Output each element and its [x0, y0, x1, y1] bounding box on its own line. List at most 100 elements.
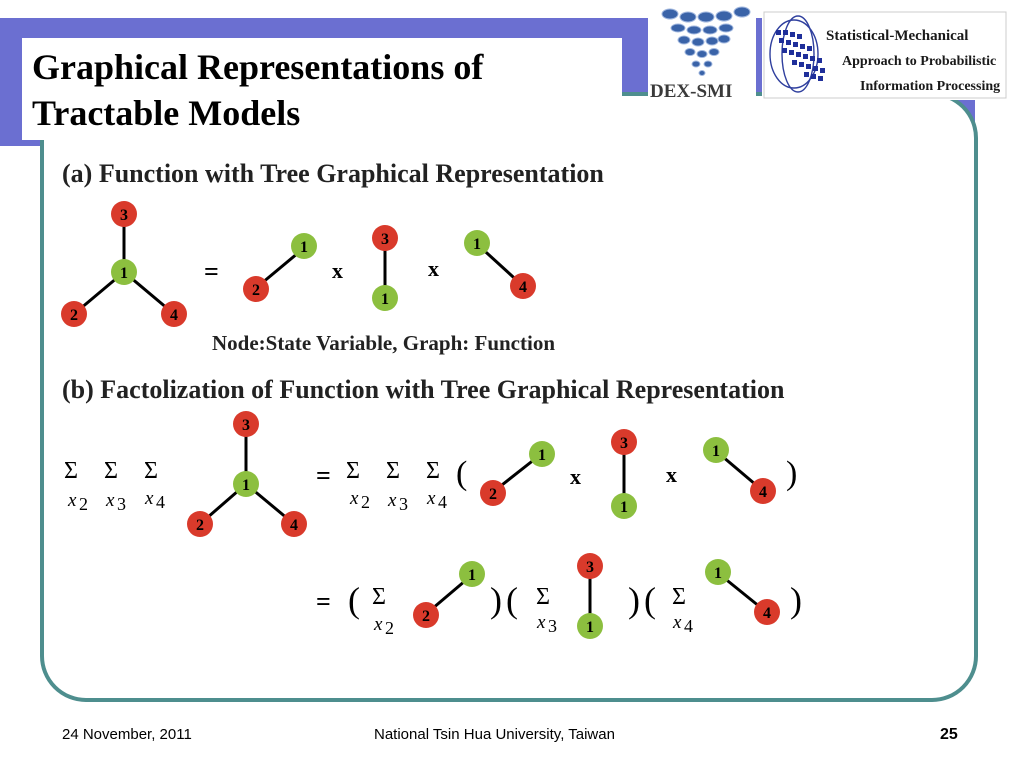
- edge-c-node-4: 4: [510, 273, 536, 299]
- page-number: 25: [940, 726, 958, 743]
- svg-text:Σ: Σ: [144, 458, 158, 484]
- svg-text:(: (: [644, 580, 656, 620]
- svg-text:Σ: Σ: [386, 458, 400, 484]
- smapip-line2: Approach to Probabilistic: [842, 54, 996, 69]
- svg-text:=: =: [316, 587, 331, 616]
- edge-b-node-1: 1: [372, 285, 398, 311]
- row1-rparen: ): [786, 455, 797, 492]
- row2-edge-b-node-1: 1: [577, 613, 603, 639]
- svg-text:Σ: Σ: [672, 584, 686, 610]
- svg-text:1: 1: [381, 291, 389, 308]
- section-b-heading: (b) Factolization of Function with Tree …: [62, 375, 785, 404]
- svg-text:x: x: [672, 612, 682, 633]
- right-sums-row1: = Σ Σ Σ x 2 x 3 x 4 (: [316, 455, 467, 514]
- svg-text:4: 4: [519, 279, 527, 296]
- svg-text:x: x: [105, 490, 115, 511]
- tree-b-node-1: 1: [233, 471, 259, 497]
- smapip-line3: Information Processing: [860, 79, 1000, 94]
- dex-smi-logo: DEX-SMI: [648, 4, 756, 102]
- svg-text:4: 4: [290, 517, 298, 534]
- row2-edge-a-node-2: 2: [413, 602, 439, 628]
- caption-a: Node:State Variable, Graph: Function: [212, 331, 555, 355]
- svg-text:Σ: Σ: [104, 458, 118, 484]
- row1-edge-c-node-1: 1: [703, 437, 729, 463]
- row2-edge-c-node-4: 4: [754, 599, 780, 625]
- content-frame: [40, 92, 978, 702]
- svg-text:x: x: [349, 488, 359, 509]
- smapip-logo: Statistical-Mechanical Approach to Proba…: [762, 10, 1008, 100]
- header-rule: [622, 128, 905, 131]
- tree-a-node-4: 4: [161, 301, 187, 327]
- footer-institution: National Tsin Hua University, Taiwan: [374, 726, 615, 743]
- svg-text:1: 1: [120, 265, 128, 282]
- svg-text:x: x: [373, 614, 383, 635]
- svg-text:1: 1: [300, 239, 308, 256]
- svg-text:2: 2: [422, 608, 430, 625]
- edge-c-node-1: 1: [464, 230, 490, 256]
- row1-edge-a-node-2: 2: [480, 480, 506, 506]
- svg-text:(: (: [456, 455, 467, 492]
- svg-text:Σ: Σ: [372, 584, 386, 610]
- svg-text:3: 3: [242, 417, 250, 434]
- section-a-heading: (a) Function with Tree Graphical Represe…: [62, 159, 604, 188]
- svg-text:): ): [490, 580, 502, 620]
- tree-b-node-4: 4: [281, 511, 307, 537]
- svg-text:1: 1: [242, 477, 250, 494]
- slide-title: Graphical Representations of Tractable M…: [32, 47, 484, 133]
- svg-text:3: 3: [548, 616, 557, 636]
- svg-text:2: 2: [489, 486, 497, 503]
- edge-b-node-3: 3: [372, 225, 398, 251]
- row2-edge-b-node-3: 3: [577, 553, 603, 579]
- svg-text:4: 4: [759, 484, 767, 501]
- title-box: [22, 38, 622, 140]
- svg-text:=: =: [316, 461, 331, 490]
- dex-smi-logo-text: DEX-SMI: [650, 81, 732, 100]
- equals-sign-a: =: [204, 257, 219, 286]
- edge-a-node-2: 2: [243, 276, 269, 302]
- tree-b-node-3: 3: [233, 411, 259, 437]
- svg-text:): ): [790, 580, 802, 620]
- svg-text:3: 3: [117, 494, 126, 514]
- footer-date: 24 November, 2011: [62, 726, 192, 743]
- times-sign-b1: x: [570, 464, 581, 489]
- svg-text:x: x: [67, 490, 77, 511]
- svg-text:(: (: [348, 580, 360, 620]
- svg-text:4: 4: [438, 492, 447, 512]
- svg-text:2: 2: [385, 618, 394, 638]
- tree-a-node-1: 1: [111, 259, 137, 285]
- tree-a-node-2: 2: [61, 301, 87, 327]
- edge-a-node-1: 1: [291, 233, 317, 259]
- svg-text:1: 1: [473, 236, 481, 253]
- row2-edge-c-node-1: 1: [705, 559, 731, 585]
- svg-text:1: 1: [712, 443, 720, 460]
- svg-text:3: 3: [586, 559, 594, 576]
- svg-text:2: 2: [361, 492, 370, 512]
- row1-edge-a-node-1: 1: [529, 441, 555, 467]
- svg-text:1: 1: [468, 567, 476, 584]
- svg-text:Σ: Σ: [426, 458, 440, 484]
- svg-text:4: 4: [170, 307, 178, 324]
- svg-text:2: 2: [70, 307, 78, 324]
- svg-text:2: 2: [252, 282, 260, 299]
- row2-edge-a-node-1: 1: [459, 561, 485, 587]
- svg-text:4: 4: [156, 492, 165, 512]
- tree-a-node-3: 3: [111, 201, 137, 227]
- svg-text:x: x: [536, 612, 546, 633]
- svg-text:Σ: Σ: [536, 584, 550, 610]
- svg-text:4: 4: [684, 616, 693, 636]
- row1-edge-b-node-1: 1: [611, 493, 637, 519]
- times-sign-b2: x: [666, 462, 677, 487]
- svg-text:3: 3: [620, 435, 628, 452]
- row1-edge-b-node-3: 3: [611, 429, 637, 455]
- smapip-line1: Statistical-Mechanical: [826, 28, 968, 44]
- svg-text:Σ: Σ: [64, 458, 78, 484]
- row2-formula: = ( Σ x 2 ) ( Σ x 3 ) ( Σ x 4 ): [316, 580, 802, 638]
- row1-edge-c-node-4: 4: [750, 478, 776, 504]
- times-sign-a2: x: [428, 256, 439, 281]
- svg-text:1: 1: [538, 447, 546, 464]
- svg-text:2: 2: [196, 517, 204, 534]
- svg-text:3: 3: [399, 494, 408, 514]
- svg-text:3: 3: [120, 207, 128, 224]
- svg-text:3: 3: [381, 231, 389, 248]
